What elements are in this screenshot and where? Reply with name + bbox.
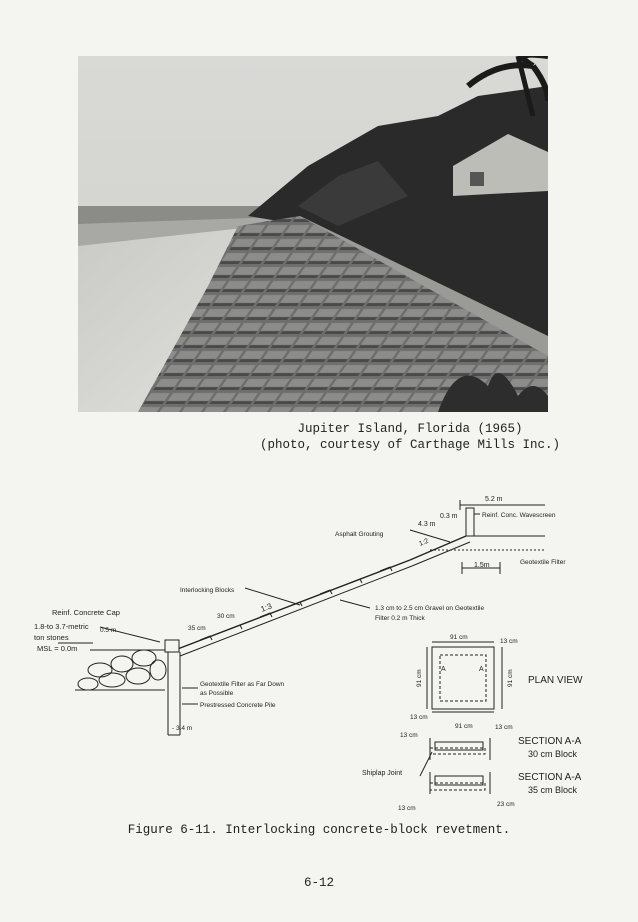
figure-caption: Figure 6-11. Interlocking concrete-block… xyxy=(127,823,511,837)
geo-down-label-2: as Possible xyxy=(200,690,234,697)
plan-view-label: PLAN VIEW xyxy=(528,675,583,686)
photo-caption-line1: Jupiter Island, Florida (1965) xyxy=(297,422,523,436)
sec-13-bottom: 13 cm xyxy=(398,805,416,812)
page-number: 6-12 xyxy=(303,876,334,890)
slope-lower-label: 1:3 xyxy=(259,601,273,614)
section1-sub: 30 cm Block xyxy=(528,749,578,759)
asphalt-label: Asphalt Grouting xyxy=(335,531,384,538)
plan-a-left: A xyxy=(441,666,446,673)
stones-label-2: ton stones xyxy=(34,633,69,642)
gravel-label-1: 1.3 cm to 2.5 cm Gravel on Geotextile xyxy=(375,605,484,612)
section2-title: SECTION A-A xyxy=(518,772,582,783)
plan-13-right: 13 cm xyxy=(500,638,518,645)
plan-91-top: 91 cm xyxy=(450,634,468,641)
photo-caption-line2: (photo, courtesy of Carthage Mills Inc.) xyxy=(259,438,561,452)
revetment-cross-section-diagram: 5.2 m 0.3 m 4.3 m Reinf. Conc. Wavescree… xyxy=(0,480,638,820)
dim-34-label: - 3.4 m xyxy=(172,725,192,732)
reinf-cap-label: Reinf. Concrete Cap xyxy=(52,608,120,617)
revetment-photo xyxy=(78,56,548,412)
plan-13-bottom: 13 cm xyxy=(410,714,428,721)
plan-91-left: 91 cm xyxy=(416,669,423,687)
geo-down-label-1: Geotextile Filter as Far Down xyxy=(200,681,285,688)
plan-91-right: 91 cm xyxy=(507,669,514,687)
sec-23-label: 23 cm xyxy=(497,801,515,808)
interlocking-label: Interlocking Blocks xyxy=(180,587,235,594)
slope-upper-label: 1:2 xyxy=(418,538,430,548)
plan-a-right: A xyxy=(479,666,484,673)
dim-35-label: 35 cm xyxy=(188,625,206,632)
plan-91-bottom: 91 cm xyxy=(455,723,473,730)
sec-13-left: 13 cm xyxy=(400,732,418,739)
wavescreen-label: Reinf. Conc. Wavescreen xyxy=(482,512,556,519)
sec-13-right: 13 cm xyxy=(495,724,513,731)
gravel-label-2: Filter 0.2 m Thick xyxy=(375,615,425,622)
geotextile-filter-label: Geotextile Filter xyxy=(520,559,566,566)
dim-15-label: 1.5m xyxy=(474,562,490,569)
msl-label: MSL = 0.0m xyxy=(37,644,77,653)
dim-top-label: 5.2 m xyxy=(485,496,503,503)
dim-43-label: 4.3 m xyxy=(418,521,436,528)
section1-title: SECTION A-A xyxy=(518,736,582,747)
section2-sub: 35 cm Block xyxy=(528,785,578,795)
pile-label: Prestressed Concrete Pile xyxy=(200,702,276,709)
dim-03-label: 0.3 m xyxy=(440,513,458,520)
dim-30-label: 30 cm xyxy=(217,613,235,620)
dim-05-label: 0.5 m xyxy=(100,627,116,634)
stones-label-1: 1.8-to 3.7-metric xyxy=(34,622,89,631)
shiplap-label: Shiplap Joint xyxy=(362,770,402,777)
